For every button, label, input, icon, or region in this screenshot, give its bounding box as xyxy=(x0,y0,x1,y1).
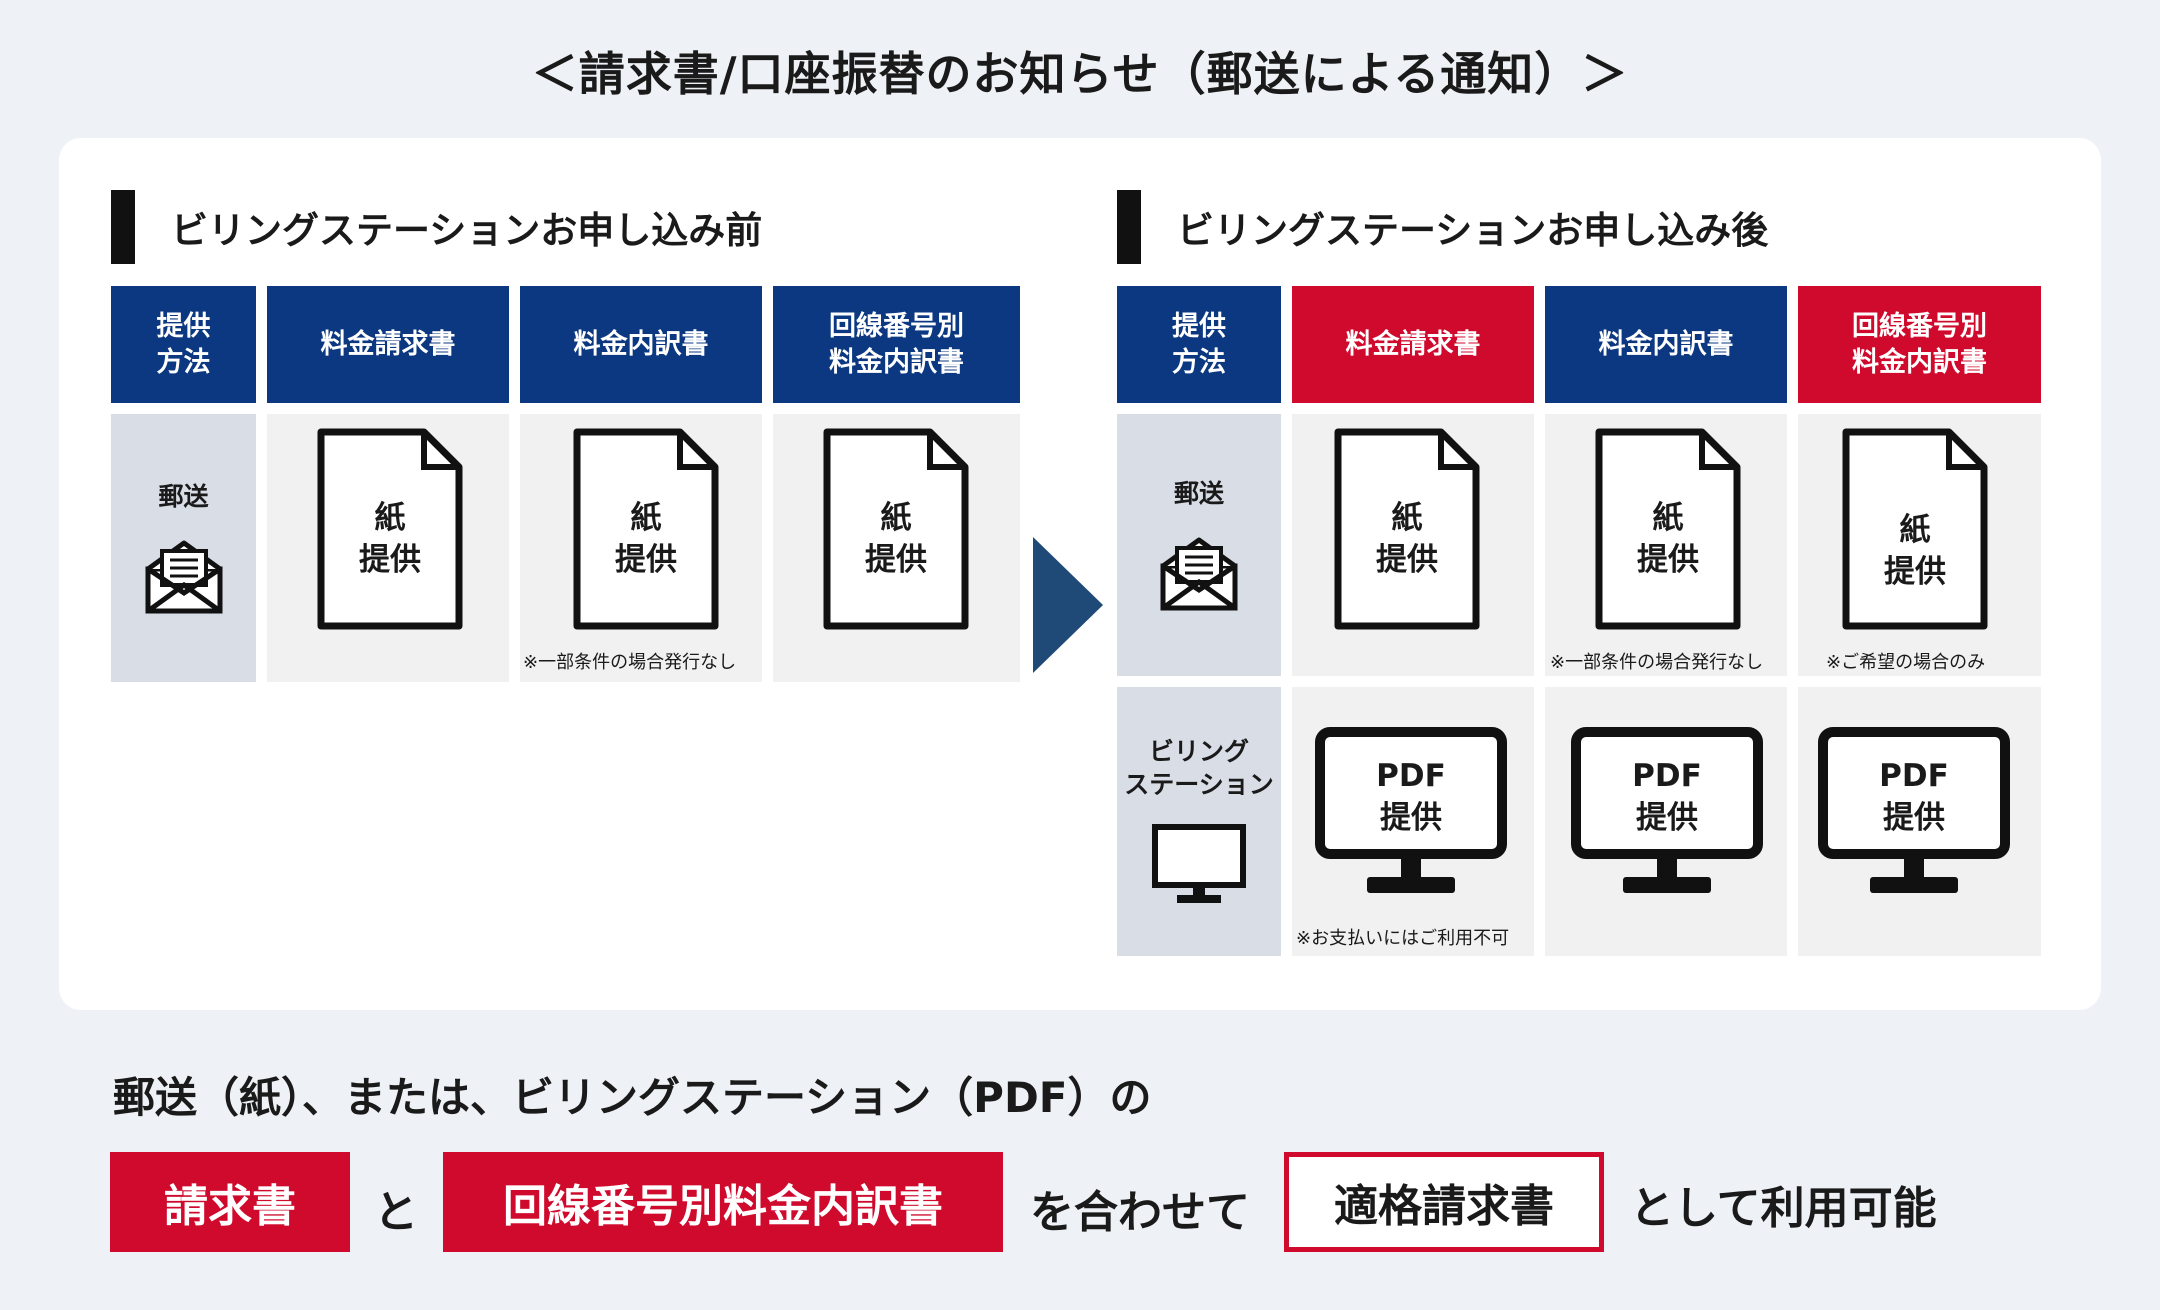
mail-label: 郵送 xyxy=(1173,478,1224,508)
qualified-invoice-pill: 適格請求書 xyxy=(1284,1152,1604,1252)
paper-label: 紙 提供 xyxy=(1884,512,1946,590)
page-title: ＜請求書/口座振替のお知らせ（郵送による通知）＞ xyxy=(531,47,1629,101)
after-header-method: 提供 方法 xyxy=(1117,286,1281,403)
after-heading-text: ビリングステーションお申し込み後 xyxy=(1177,209,1769,252)
after-header-breakdown: 料金内訳書 xyxy=(1545,286,1787,403)
paper-label: 紙 提供 xyxy=(1376,500,1438,578)
heading-bar xyxy=(111,190,135,264)
pdf-label: PDF 提供 xyxy=(1376,758,1446,836)
summary-line: 郵送（紙）、または、ビリングステーション（PDF）の xyxy=(113,1073,1152,1122)
note-partial-not-issued: ※一部条件の場合発行なし xyxy=(1550,652,1764,673)
heading-bar xyxy=(1117,190,1141,264)
before-header-invoice: 料金請求書 xyxy=(267,286,509,403)
after-header-invoice: 料金請求書 xyxy=(1292,286,1534,403)
document-icon xyxy=(1595,428,1741,630)
document-icon xyxy=(317,428,463,630)
document-icon xyxy=(1842,428,1988,630)
line-breakdown-pill: 回線番号別料金内訳書 xyxy=(443,1152,1003,1252)
paper-label: 紙 提供 xyxy=(615,500,677,578)
envelope-icon xyxy=(1160,537,1238,611)
note-partial-not-issued: ※一部条件の場合発行なし xyxy=(523,652,737,673)
monitor-icon xyxy=(1315,727,1507,893)
arrow-right-icon xyxy=(1033,537,1103,673)
pdf-label: PDF 提供 xyxy=(1632,758,1702,836)
after-heading: ビリングステーションお申し込み後 xyxy=(1117,190,1768,264)
note-on-request: ※ご希望の場合のみ xyxy=(1826,652,1986,673)
paper-label: 紙 提供 xyxy=(359,500,421,578)
billing-station-label: ビリング ステーション xyxy=(1124,737,1274,799)
invoice-pill: 請求書 xyxy=(110,1152,350,1252)
pdf-label: PDF 提供 xyxy=(1879,758,1949,836)
note-not-for-payment: ※お支払いにはご利用不可 xyxy=(1296,928,1510,949)
and-text: と xyxy=(374,1187,418,1238)
after-mail-cell: 郵送 xyxy=(1117,414,1281,676)
document-icon xyxy=(1334,428,1480,630)
monitor-icon xyxy=(1571,727,1763,893)
before-mail-cell: 郵送 xyxy=(111,414,256,682)
before-header-breakdown: 料金内訳書 xyxy=(520,286,762,403)
combine-text: を合わせて xyxy=(1030,1187,1250,1238)
before-header-line-breakdown: 回線番号別 料金内訳書 xyxy=(773,286,1020,403)
paper-label: 紙 提供 xyxy=(1637,500,1699,578)
envelope-icon xyxy=(145,540,222,614)
monitor-icon xyxy=(1152,824,1246,903)
before-heading-text: ビリングステーションお申し込み前 xyxy=(171,209,763,252)
mail-label: 郵送 xyxy=(158,481,209,511)
paper-label: 紙 提供 xyxy=(865,500,927,578)
after-billing-cell: ビリング ステーション xyxy=(1117,687,1281,956)
usable-text: として利用可能 xyxy=(1630,1183,1937,1234)
after-header-line-breakdown: 回線番号別 料金内訳書 xyxy=(1798,286,2041,403)
monitor-icon xyxy=(1818,727,2010,893)
document-icon xyxy=(573,428,719,630)
document-icon xyxy=(823,428,969,630)
before-header-method: 提供 方法 xyxy=(111,286,256,403)
before-heading: ビリングステーションお申し込み前 xyxy=(111,190,762,264)
